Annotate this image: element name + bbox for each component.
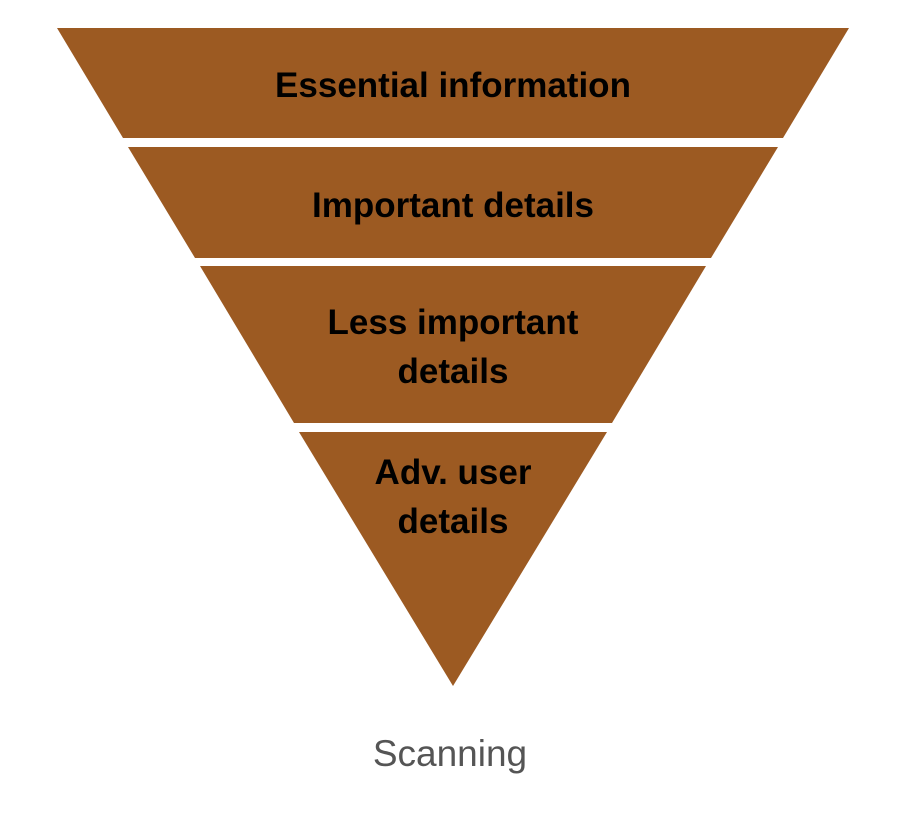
layer-important-label: Important details: [312, 186, 594, 225]
layer-less-important-label-line1: Less important: [328, 303, 579, 342]
layer-advanced: [299, 432, 607, 686]
layer-important: [128, 147, 778, 258]
layer-advanced-label-line1: Adv. user: [375, 453, 532, 492]
caption-scanning: Scanning: [372, 733, 528, 774]
layer-essential-label: Essential information: [275, 66, 631, 105]
layer-less-important: [200, 266, 706, 423]
layer-essential: [57, 28, 849, 138]
layer-less-important-label-line2: details: [398, 352, 509, 391]
layer-advanced-label-line2: details: [398, 502, 509, 541]
